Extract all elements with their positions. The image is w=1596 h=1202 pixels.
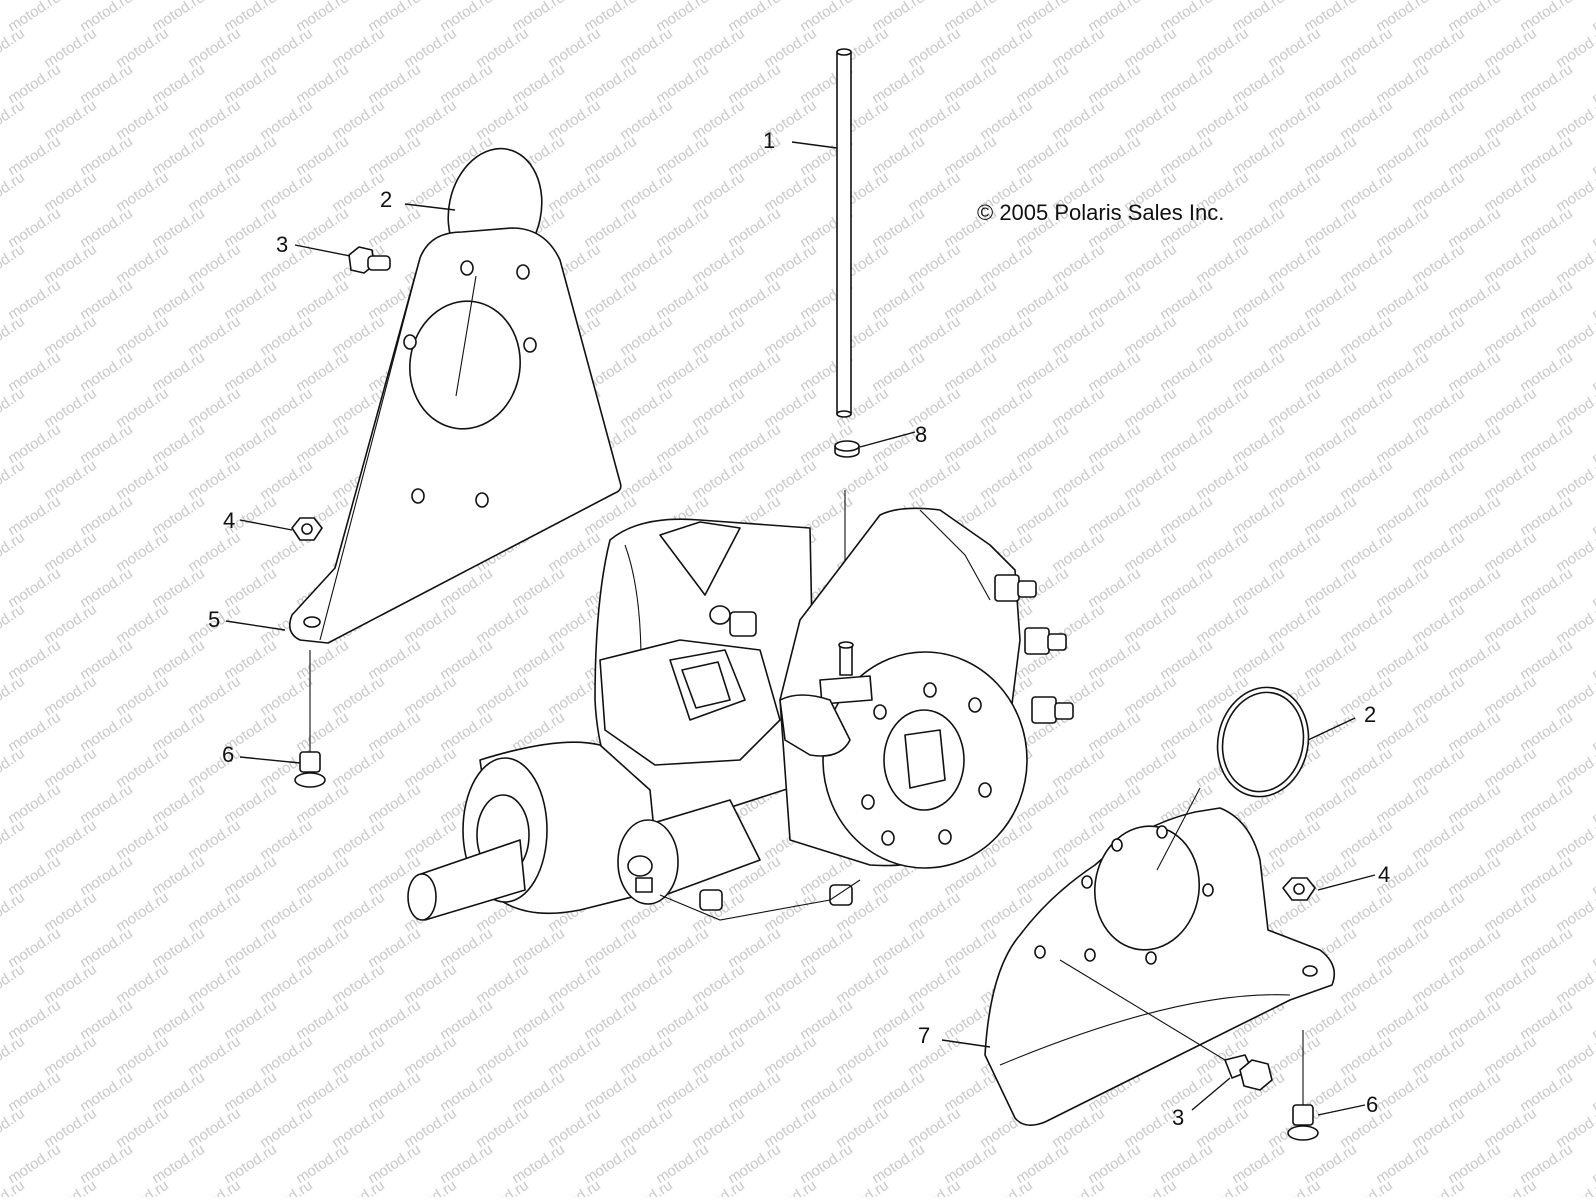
- watermark-text: motod.ru: [1481, 1177, 1540, 1197]
- watermark-text: motod.ru: [1589, 349, 1596, 396]
- callout-6-left: 6: [222, 742, 234, 767]
- watermark-text: motod.ru: [329, 1177, 388, 1197]
- watermark-text: motod.ru: [1589, 997, 1596, 1044]
- watermark-text: motod.ru: [1589, 781, 1596, 828]
- watermark-text: motod.ru: [0, 601, 28, 648]
- callout-1: 1: [763, 128, 775, 153]
- copyright-text: © 2005 Polaris Sales Inc.: [977, 200, 1224, 225]
- watermark-text: motod.ru: [1553, 1177, 1596, 1197]
- watermark-text: motod.ru: [1589, 133, 1596, 180]
- watermark-text: motod.ru: [761, 1177, 820, 1197]
- watermark-text: motod.ru: [833, 1177, 892, 1197]
- watermark-text: motod.ru: [0, 457, 28, 504]
- watermark-text: motod.ru: [257, 1177, 316, 1197]
- hose-clamp: [834, 440, 860, 458]
- bolt-lower-left: [294, 650, 326, 788]
- watermark-text: motod.ru: [0, 313, 28, 360]
- watermark-text: motod.ru: [977, 1177, 1036, 1197]
- nut-right: [1282, 877, 1316, 901]
- bolt-top: [348, 246, 391, 274]
- watermark-text: motod.ru: [185, 1177, 244, 1197]
- watermark-text: motod.ru: [1589, 421, 1596, 468]
- nut-left: [291, 517, 323, 541]
- watermark-text: motod.ru: [1409, 1177, 1468, 1197]
- callout-6-right: 6: [1366, 1092, 1378, 1117]
- callout-4-right: 4: [1378, 862, 1390, 887]
- watermark-text: motod.ru: [0, 169, 28, 216]
- watermark-text: motod.ru: [1589, 925, 1596, 972]
- watermark-text: motod.ru: [0, 961, 28, 1008]
- watermark-text: motod.ru: [1589, 565, 1596, 612]
- watermark-text: motod.ru: [401, 1177, 460, 1197]
- watermark-text: motod.ru: [1589, 853, 1596, 900]
- watermark-text: motod.ru: [905, 1177, 964, 1197]
- watermark-text: motod.ru: [1589, 61, 1596, 108]
- bolt-bottom: [1224, 1054, 1273, 1091]
- callout-8: 8: [915, 422, 927, 447]
- callout-2-right: 2: [1364, 702, 1376, 727]
- bracket-right: [984, 787, 1336, 1126]
- watermark-text: motod.ru: [0, 817, 28, 864]
- leader-lines: [225, 141, 1376, 1116]
- watermark-text: motod.ru: [0, 1105, 28, 1152]
- callout-3-top: 3: [276, 232, 288, 257]
- vent-tube: [836, 48, 852, 418]
- watermark-text: motod.ru: [1589, 1069, 1596, 1116]
- watermark-text: motod.ru: [1121, 1177, 1180, 1197]
- watermark-text: motod.ru: [473, 1177, 532, 1197]
- o-ring-right: [1216, 686, 1310, 798]
- watermark-text: motod.ru: [0, 25, 28, 72]
- watermark-text: motod.ru: [41, 1177, 100, 1197]
- watermark-text: motod.ru: [0, 385, 28, 432]
- callout-2-top: 2: [380, 187, 392, 212]
- watermark-text: motod.ru: [0, 97, 28, 144]
- watermark-text: motod.ru: [1589, 277, 1596, 324]
- watermark-text: motod.ru: [0, 529, 28, 576]
- watermark-text: motod.ru: [0, 241, 28, 288]
- watermark-text: motod.ru: [1589, 637, 1596, 684]
- watermark-text: motod.ru: [0, 673, 28, 720]
- watermark-text: motod.ru: [1589, 0, 1596, 35]
- callout-3-bottom: 3: [1172, 1105, 1184, 1130]
- watermark-text: motod.ru: [0, 745, 28, 792]
- watermark-text: motod.ru: [113, 1177, 172, 1197]
- callout-labels: 1 2 3 4 5 6 8 2 4 7 3 6: [208, 128, 1390, 1130]
- watermark-text: motod.ru: [1589, 493, 1596, 540]
- bolt-lower-right: [1287, 1030, 1319, 1141]
- watermark-text: motod.ru: [0, 1033, 28, 1080]
- watermark-text: motod.ru: [545, 1177, 604, 1197]
- watermark-text: motod.ru: [617, 1177, 676, 1197]
- watermark-text: motod.ru: [1265, 1177, 1324, 1197]
- watermark-text: motod.ru: [0, 889, 28, 936]
- watermark-text: motod.ru: [1337, 1177, 1396, 1197]
- bracket-left: [289, 227, 622, 644]
- callout-5: 5: [208, 607, 220, 632]
- callout-4-left: 4: [223, 508, 235, 533]
- callout-7: 7: [918, 1023, 930, 1048]
- watermark-text: motod.ru: [1589, 709, 1596, 756]
- watermark-text: motod.ru: [1193, 1177, 1252, 1197]
- watermark-text: motod.ru: [689, 1177, 748, 1197]
- gearcase-housing: [407, 507, 1074, 921]
- watermark-text: motod.ru: [1049, 1177, 1108, 1197]
- watermark-text: motod.ru: [1589, 1141, 1596, 1188]
- watermark-text: motod.ru: [1589, 205, 1596, 252]
